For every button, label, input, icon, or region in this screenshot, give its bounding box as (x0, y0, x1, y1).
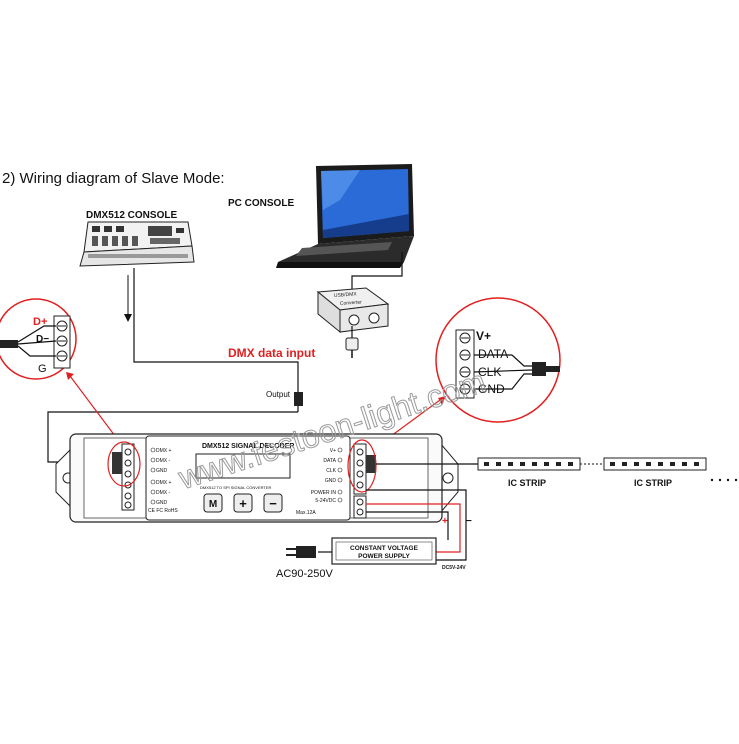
ac-label: AC90-250V (276, 568, 334, 580)
output-label: Output (266, 390, 291, 399)
right-terminal-2: DATA (323, 458, 336, 464)
decoder-max-current: Max.12A (296, 510, 316, 516)
plus-button: + (233, 493, 253, 513)
left-terminal-3: GND (156, 468, 168, 474)
left-terminal-1: DMX + (156, 448, 172, 454)
heading: 2) Wiring diagram of Slave Mode: (2, 170, 225, 187)
svg-text:+: + (239, 496, 247, 511)
psu-dc-label: DC5V-24V (442, 565, 466, 571)
decoder-title: DMX512 SIGNAL DECODER (202, 443, 294, 450)
left-terminal-2: DMX - (156, 458, 171, 464)
converter-line1: USB/DMX (334, 291, 358, 299)
right-gnd-label: GND (478, 382, 505, 396)
psu-line1: CONSTANT VOLTAGE (350, 545, 419, 552)
output-plug (294, 392, 303, 406)
psu-minus: − (466, 516, 472, 527)
right-vplus-label: V+ (476, 329, 491, 343)
ic-strip-2-label: IC STRIP (634, 478, 672, 488)
dmx-decoder-unit: DMX512 SIGNAL DECODER DMX512 TO SPI SIGN… (55, 433, 459, 523)
ic-strip-1-label: IC STRIP (508, 478, 546, 488)
decoder-power-range: 5-24VDC (315, 498, 336, 504)
mode-button: M (203, 493, 223, 513)
ic-strip-1 (477, 457, 581, 471)
dmx-console-label: DMX512 CONSOLE (86, 210, 177, 221)
right-terminal-4: GND (325, 478, 337, 484)
left-zoom-detail: D+ D− G (0, 298, 77, 380)
right-terminal-3: CLK (326, 468, 336, 474)
right-terminal-1: V+ (330, 448, 336, 454)
right-clk-label: CLK (478, 365, 501, 379)
dmx-input-label: DMX data input (228, 346, 315, 360)
ic-strip-2 (603, 457, 707, 471)
left-terminal-6: GND (156, 500, 168, 506)
left-terminal-5: DMX - (156, 490, 171, 496)
usb-dmx-converter: USB/DMX Converter (316, 287, 390, 334)
left-ground-label: G (38, 363, 47, 375)
left-terminal-4: DMX + (156, 480, 172, 486)
psu-plus: + (442, 516, 448, 527)
laptop-icon (276, 164, 414, 268)
converter-line2: Converter (340, 299, 363, 307)
decoder-cert: CE FC RoHS (148, 508, 178, 514)
decoder-power-in: POWER IN (311, 490, 337, 496)
svg-text:−: − (269, 496, 277, 511)
decoder-subtitle: DMX512 TO SPI SIGNAL CONVERTER (200, 485, 272, 490)
right-data-label: DATA (478, 347, 508, 361)
dmx-console-device (79, 221, 195, 267)
psu-line2: POWER SUPPLY (358, 553, 410, 560)
minus-button: − (263, 493, 283, 513)
ac-plug-icon (286, 546, 316, 558)
left-dplus-label: D+ (33, 316, 47, 328)
continuation-dots (710, 478, 738, 482)
power-supply-unit: CONSTANT VOLTAGE POWER SUPPLY (331, 537, 437, 565)
pc-console-label: PC CONSOLE (228, 198, 294, 209)
svg-text:M: M (209, 499, 217, 510)
left-dminus-label: D− (36, 334, 49, 345)
right-zoom-detail: V+ DATA CLK GND (435, 297, 561, 423)
